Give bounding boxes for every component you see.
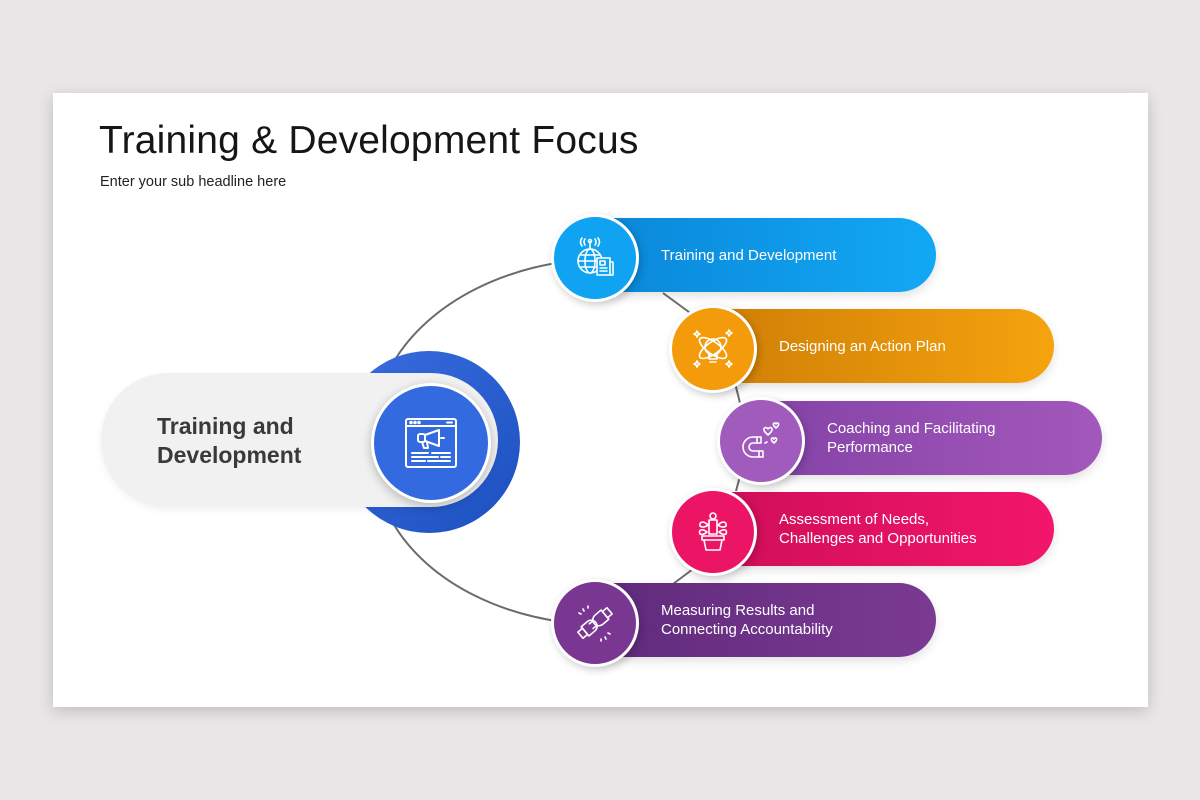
step-1-circle <box>551 214 639 302</box>
step-2: Designing an Action Plan <box>669 305 1054 393</box>
potted-plant-person-icon <box>691 510 735 554</box>
step-3-pill <box>757 401 1102 475</box>
step-4-circle <box>669 488 757 576</box>
step-4: Assessment of Needs, Challenges and Oppo… <box>669 488 1054 576</box>
step-3-circle <box>717 397 805 485</box>
hub-label-line2: Development <box>157 442 302 468</box>
slide-title: Training & Development Focus <box>99 119 639 162</box>
step-2-pill <box>709 309 1054 383</box>
step-5-pill <box>591 583 936 657</box>
step-2-circle <box>669 305 757 393</box>
step-2-label: Designing an Action Plan <box>779 337 946 355</box>
hub-circle <box>371 383 491 503</box>
step-4-label: Assessment of Needs, Challenges and Oppo… <box>779 511 977 547</box>
slide: Training & Development Focus Enter your … <box>53 93 1148 707</box>
step-5-circle <box>551 579 639 667</box>
slide-subtitle: Enter your sub headline here <box>100 174 287 190</box>
step-4-pill <box>709 492 1054 566</box>
megaphone-browser-icon <box>403 415 459 471</box>
step-1-pill <box>591 218 936 292</box>
hub-label-line1: Training and <box>157 413 294 439</box>
globe-newspaper-icon <box>573 236 617 280</box>
step-5: Measuring Results and Connecting Account… <box>551 579 936 667</box>
magnet-hearts-icon <box>739 419 783 463</box>
step-3-label: Coaching and Facilitating Performance <box>827 420 996 456</box>
step-3: Coaching and Facilitating Performance <box>717 397 1102 485</box>
step-5-label: Measuring Results and Connecting Account… <box>661 602 833 638</box>
step-1-label: Training and Development <box>661 246 837 264</box>
lightbulb-orbit-icon <box>691 327 735 371</box>
step-1: Training and Development <box>551 214 936 302</box>
plug-connect-icon <box>573 601 617 645</box>
hub-label: Training and Development <box>157 412 301 470</box>
